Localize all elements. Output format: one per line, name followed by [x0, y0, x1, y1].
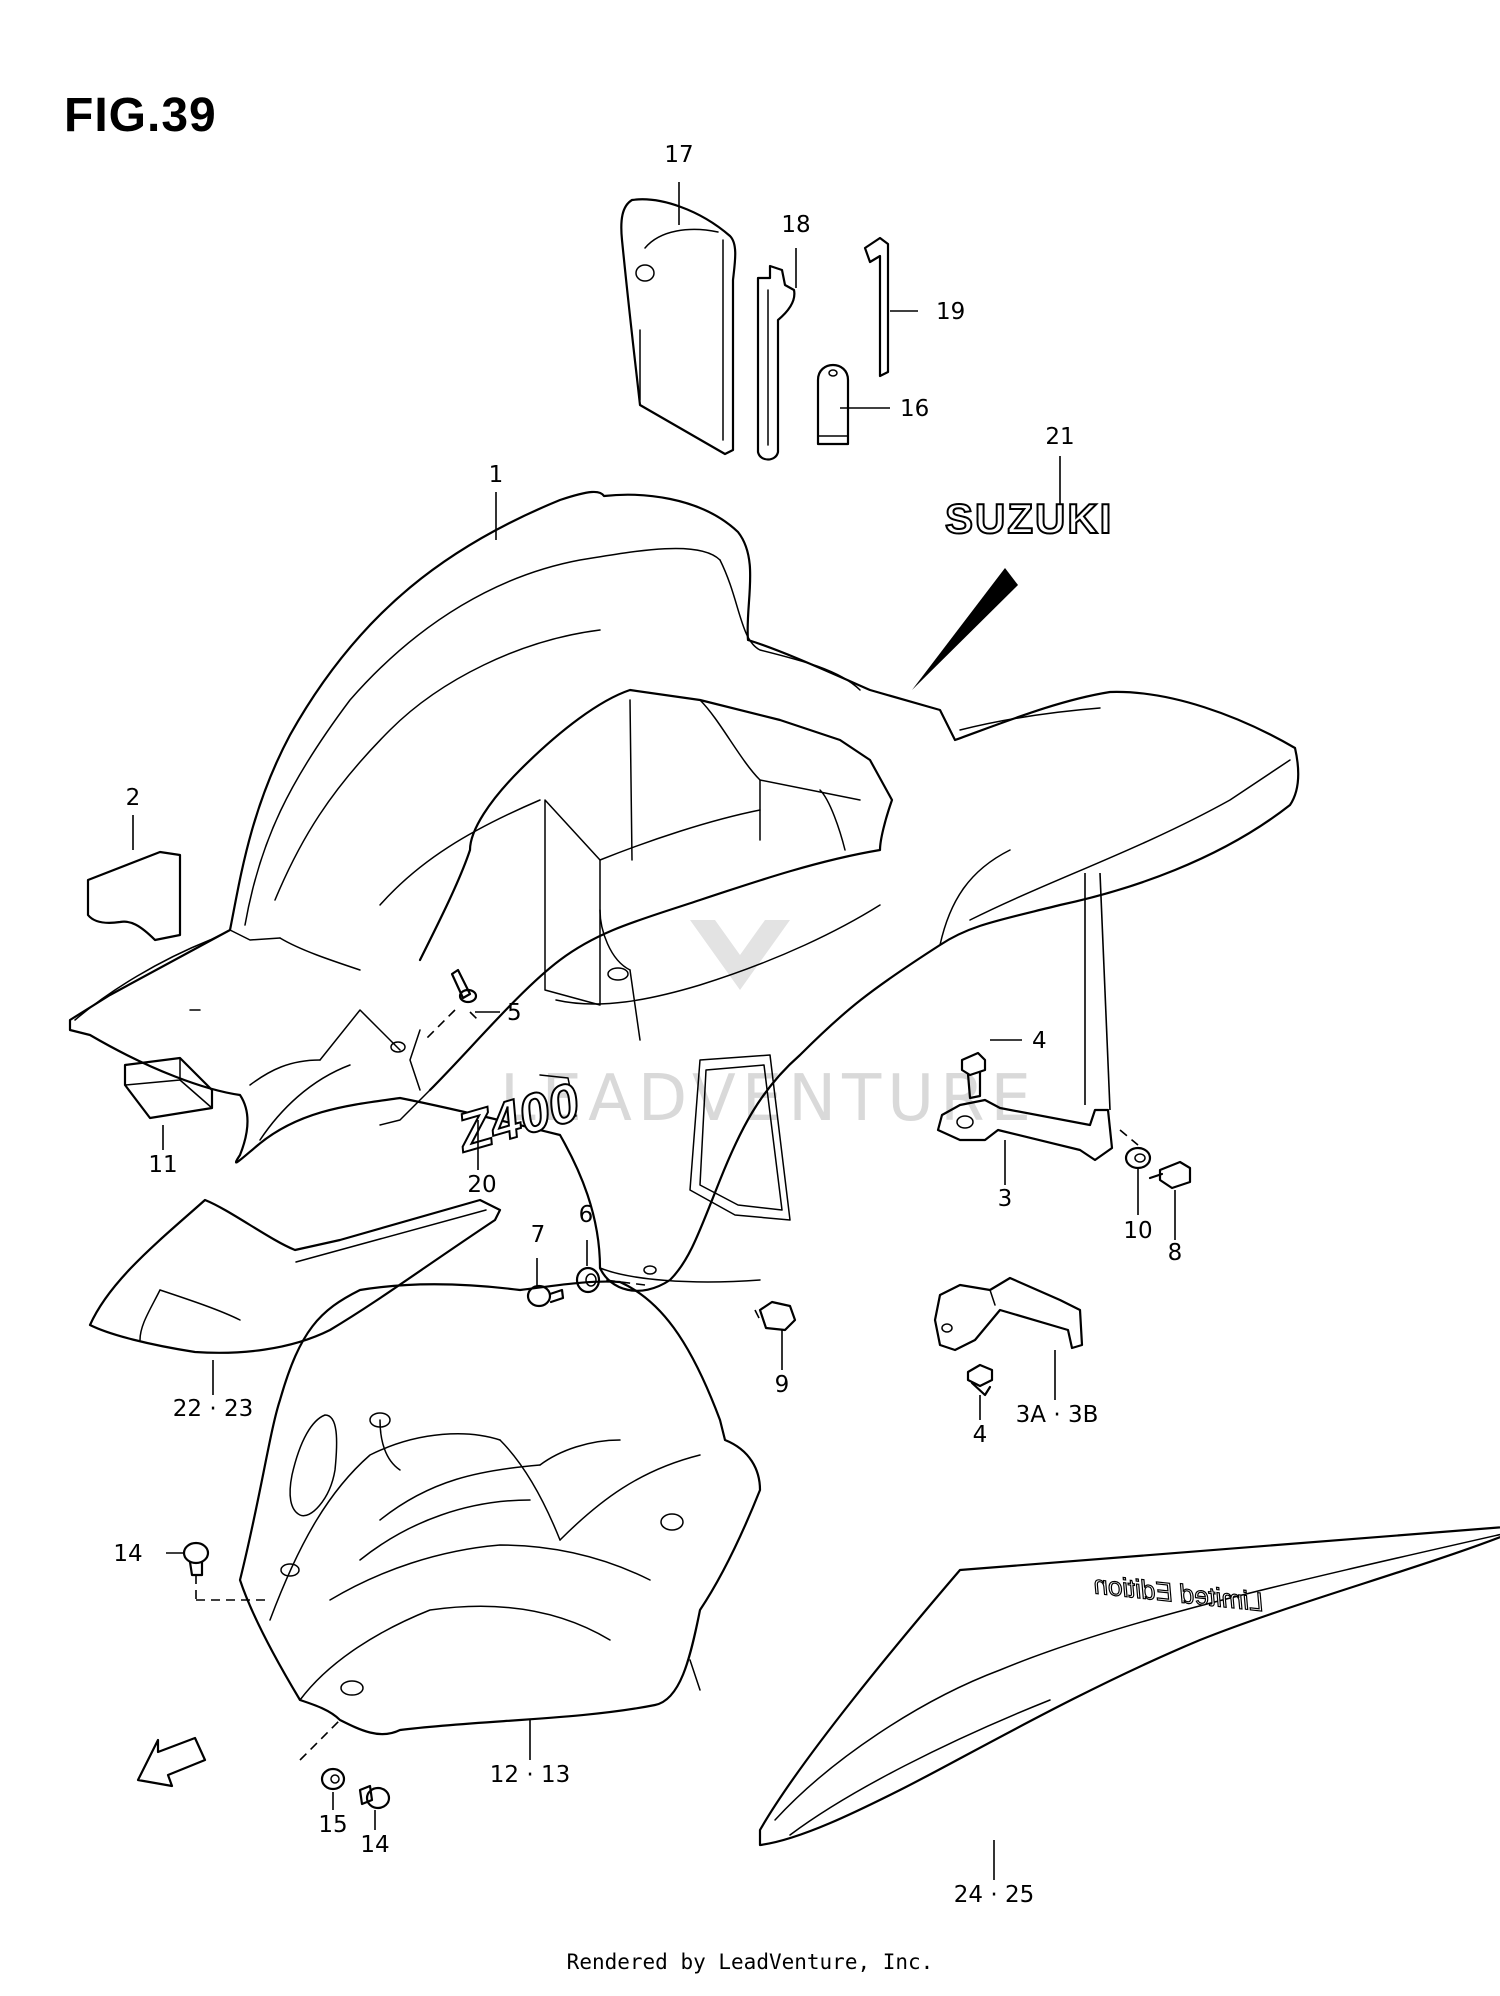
suzuki-decal-part-21: SUZUKI — [944, 494, 1113, 543]
nut-part-9 — [758, 1300, 797, 1332]
plug-wrench-part-16 — [816, 364, 850, 446]
forward-arrow-icon: FWD — [136, 1736, 207, 1788]
callout-8: 8 — [1168, 1240, 1183, 1266]
rear-fender-part-1: Z400 — [68, 490, 1300, 1292]
bolt-part-4-lower — [966, 1363, 994, 1397]
mud-guard-part-12-13 — [238, 1280, 762, 1736]
callout-9: 9 — [775, 1372, 790, 1398]
bolt-part-4-upper — [960, 1051, 987, 1100]
cushion-part-11 — [123, 1056, 214, 1120]
bolt-part-8 — [1148, 1160, 1192, 1190]
callout-20: 20 — [467, 1172, 496, 1198]
brand-decal-text: SUZUKI — [945, 495, 1113, 542]
bracket-part-3 — [936, 1098, 1114, 1162]
callout-14-upper: 14 — [113, 1541, 142, 1567]
callout-16: 16 — [900, 396, 929, 422]
washer-part-15 — [320, 1767, 346, 1791]
grommet-part-6 — [575, 1266, 601, 1294]
callout-4-upper: 4 — [1032, 1028, 1047, 1054]
callout-21: 21 — [1045, 424, 1074, 450]
callout-1: 1 — [489, 462, 504, 488]
figure-title: FIG.39 — [64, 89, 217, 142]
bracket-part-3a-3b — [933, 1276, 1084, 1352]
side-cover-part-22-23 — [88, 1198, 502, 1354]
callout-18: 18 — [781, 212, 810, 238]
callout-3a-3b: 3A · 3B — [1016, 1402, 1099, 1428]
callout-11: 11 — [148, 1152, 177, 1178]
hex-key-part-19 — [863, 236, 890, 378]
callouts: 17 18 19 16 21 1 2 5 4 3 11 20 6 7 10 8 … — [113, 142, 1182, 1908]
callout-5: 5 — [507, 1000, 522, 1026]
forward-arrow-label: FWD — [158, 1751, 194, 1778]
tool-bag-part-17 — [620, 198, 737, 456]
decal-placement-pointer — [912, 568, 1018, 690]
callout-19: 19 — [936, 299, 965, 325]
screw-part-14-lower — [358, 1784, 391, 1810]
callout-3: 3 — [998, 1186, 1013, 1212]
footer-credit: Rendered by LeadVenture, Inc. — [566, 1950, 934, 1974]
screw-part-7 — [526, 1284, 565, 1308]
reflector-part-2 — [86, 850, 182, 942]
callout-2: 2 — [126, 785, 141, 811]
stripe-decal-text: Limited Edition — [1092, 1569, 1265, 1617]
callout-12-13: 12 · 13 — [490, 1762, 570, 1788]
screw-part-14-upper — [182, 1541, 210, 1577]
washer-part-10 — [1124, 1146, 1152, 1170]
callout-24-25: 24 · 25 — [954, 1882, 1034, 1908]
rivet-part-5 — [424, 968, 478, 1041]
callout-7: 7 — [531, 1222, 546, 1248]
callout-17: 17 — [664, 142, 693, 168]
callout-15: 15 — [318, 1812, 347, 1838]
spanner-part-18 — [756, 264, 796, 461]
stripe-decal-part-24-25: Limited Edition — [758, 1526, 1500, 1847]
callout-14-lower: 14 — [360, 1832, 389, 1858]
leader-lines — [132, 182, 1176, 1880]
callout-4-lower: 4 — [973, 1422, 988, 1448]
callout-22-23: 22 · 23 — [173, 1396, 253, 1422]
callout-10: 10 — [1123, 1218, 1152, 1244]
callout-6: 6 — [579, 1202, 594, 1228]
